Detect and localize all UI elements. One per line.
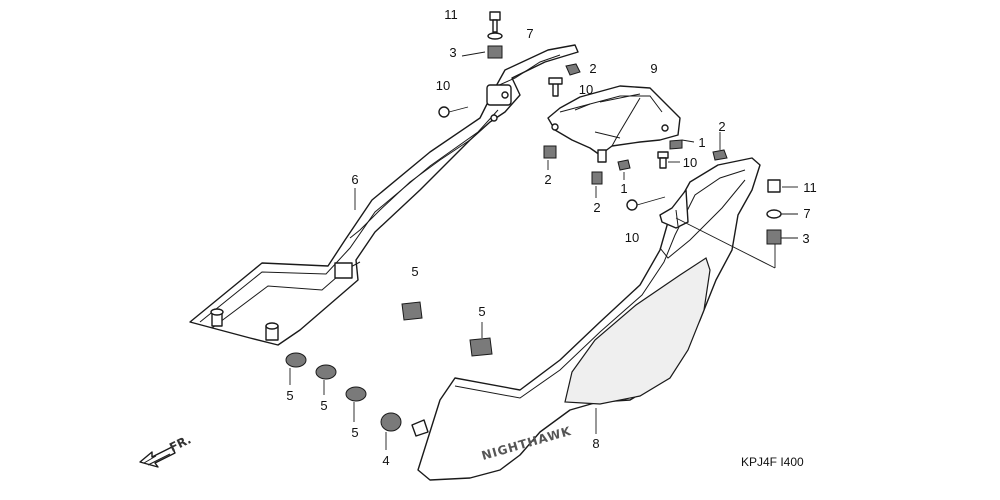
callout-labels: 11 7 3 10 2 9 10 2 1 10 2 2 1 6 10 11 7 …	[286, 7, 816, 468]
callout-10-lower: 10	[625, 230, 639, 245]
callout-6: 6	[351, 172, 358, 187]
callout-9: 9	[650, 61, 657, 76]
callout-5-middle: 5	[320, 398, 327, 413]
callout-3-top: 3	[449, 45, 456, 60]
callout-10-bracket: 10	[579, 82, 593, 97]
callout-8: 8	[592, 436, 599, 451]
diagram-code: KPJ4F I400	[741, 455, 804, 469]
callout-5-upper: 5	[411, 264, 418, 279]
callout-10-center: 10	[683, 155, 697, 170]
callout-2-lower: 2	[593, 200, 600, 215]
callout-2-right: 2	[718, 119, 725, 134]
callout-2-left: 2	[544, 172, 551, 187]
callout-10-upper-left: 10	[436, 78, 450, 93]
arrow-icon	[139, 446, 176, 468]
callout-11-top: 11	[444, 7, 458, 22]
callout-5-lower: 5	[351, 425, 358, 440]
hardware	[285, 11, 782, 432]
callout-4: 4	[382, 453, 389, 468]
callout-5-left: 5	[286, 388, 293, 403]
left-side-cover	[189, 44, 579, 346]
callout-2-upper: 2	[589, 61, 596, 76]
callout-5-right: 5	[478, 304, 485, 319]
callout-1-upper: 1	[698, 135, 705, 150]
callout-1-lower: 1	[620, 181, 627, 196]
callout-7-top: 7	[526, 26, 533, 41]
front-direction-arrow: FR.	[139, 432, 193, 468]
front-direction-label: FR.	[167, 432, 193, 454]
callout-7-right: 7	[803, 206, 810, 221]
leader-lines	[289, 51, 798, 450]
callout-3-right: 3	[802, 231, 809, 246]
rear-bracket-tray	[547, 85, 681, 163]
callout-11-right: 11	[803, 180, 817, 195]
right-side-cover	[411, 157, 761, 481]
